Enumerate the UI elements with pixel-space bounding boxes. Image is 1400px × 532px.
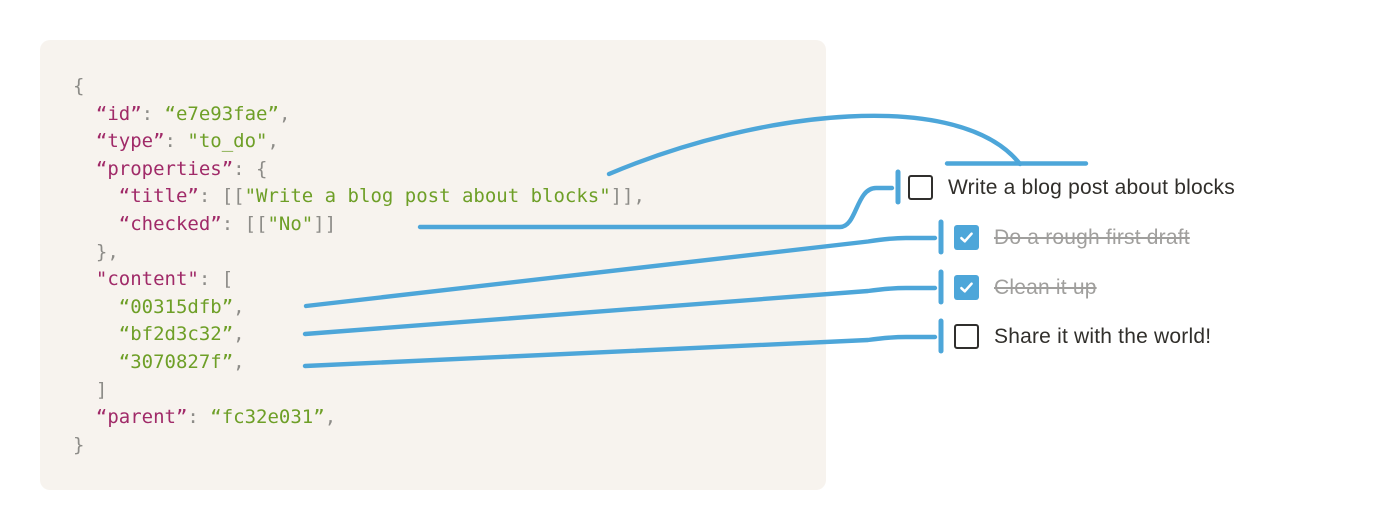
code-token: , [267,130,279,153]
code-token [73,323,119,345]
code-token: } [73,433,85,456]
code-token: “checked” [118,212,222,235]
checkbox-checked-icon[interactable] [954,275,979,300]
code-token: , [278,102,291,125]
code-token [73,351,119,373]
code-token: "content" [95,268,199,291]
code-line: }, [73,239,645,267]
code-token: , [324,406,337,429]
code-token: : [ [198,268,234,291]
code-token: ] [73,378,108,401]
todo-item: Clean it up [954,275,1097,300]
code-token: "Write a blog post about blocks" [244,185,611,208]
code-token: : [164,130,188,153]
checkmark-icon [960,232,973,243]
code-line: “title”: [["Write a blog post about bloc… [73,183,645,211]
code-line: "content": [ [73,266,645,294]
code-token [73,406,96,428]
checkbox-checked-icon[interactable] [954,225,979,250]
code-line: “3070827f”, [73,349,645,377]
code-token: “title” [118,185,199,208]
todo-label: Clean it up [994,275,1097,299]
code-line: “00315dfb”, [73,294,645,322]
code-token: “00315dfb” [118,295,234,318]
todo-label: Share it with the world! [994,324,1212,348]
code-token: { [73,75,85,97]
code-token: , [233,350,245,373]
code-token [73,185,119,207]
code-line: “bf2d3c32”, [73,321,645,349]
code-token: “parent” [95,406,188,429]
code-token [73,268,96,290]
code-token: ]] [313,212,337,235]
code-line: “properties”: { [73,156,645,184]
code-token [73,213,119,235]
code-token: “bf2d3c32” [118,323,234,346]
checkbox-unchecked-icon[interactable] [908,175,933,200]
code-line: { [73,73,645,101]
code-token: "No" [267,212,314,235]
code-token: “3070827f” [118,350,234,373]
code-token: ]], [610,185,645,208]
code-line: “parent”: “fc32e031”, [73,404,645,432]
code-line: “checked”: [["No"]] [73,211,645,239]
todo-label: Do a rough first draft [994,225,1190,249]
code-token: “properties” [95,157,234,180]
checkmark-icon [960,282,973,293]
checkbox-unchecked-icon[interactable] [954,324,979,349]
code-line: “type”: "to_do", [73,128,645,156]
code-token: : [141,102,165,125]
todo-item: Share it with the world! [954,324,1211,349]
code-token: “id” [95,102,142,125]
code-line: } [73,432,645,460]
json-code: { “id”: “e7e93fae”, “type”: "to_do", “pr… [73,73,645,459]
code-token [73,103,96,125]
code-token: }, [73,240,119,263]
code-token [73,158,96,180]
code-token: “fc32e031” [210,406,325,429]
code-token [73,296,119,318]
code-token: , [233,323,245,346]
code-line: ] [73,377,645,405]
code-line: “id”: “e7e93fae”, [73,101,645,129]
todo-label: Write a blog post about blocks [948,175,1235,199]
todo-item: Do a rough first draft [954,225,1190,250]
code-token: “type” [95,130,165,153]
code-token: "to_do" [187,130,268,153]
code-token: : [[ [198,185,245,208]
code-token: : [[ [221,212,268,235]
code-token: : [187,406,211,429]
todo-item: Write a blog post about blocks [908,175,1235,200]
code-token [73,130,96,152]
code-token: : { [233,157,268,180]
code-token: “e7e93fae” [164,102,279,125]
code-token: , [233,295,245,318]
json-code-card: { “id”: “e7e93fae”, “type”: "to_do", “pr… [40,40,826,490]
